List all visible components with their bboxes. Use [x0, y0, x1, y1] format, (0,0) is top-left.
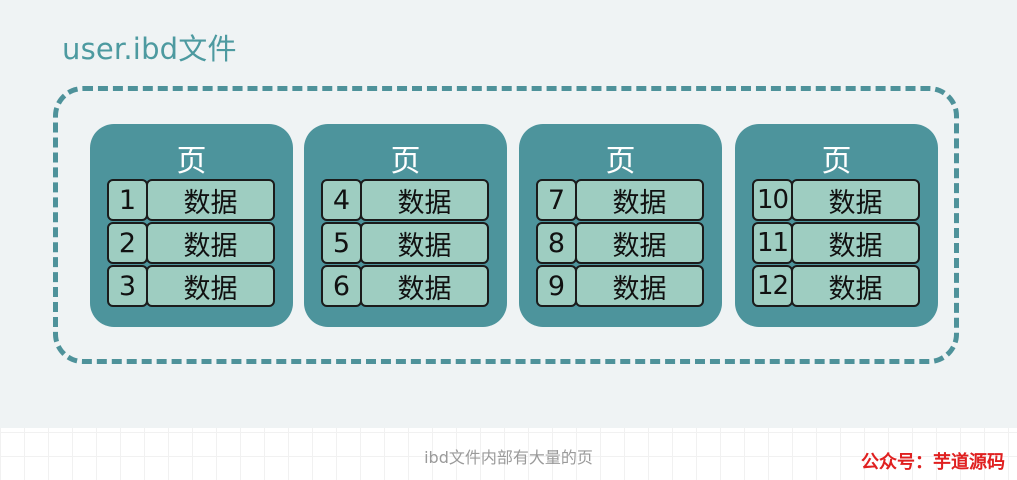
record-row: 8 数据	[536, 222, 704, 264]
page-box: 页 1 数据 2 数据 3 数据	[90, 124, 293, 327]
record-number: 4	[321, 179, 362, 221]
record-number: 6	[321, 265, 362, 307]
record-number: 11	[752, 222, 793, 264]
record-number: 12	[752, 265, 793, 307]
page-title: 页	[176, 144, 207, 179]
record-data: 数据	[575, 265, 704, 307]
page-box: 页 7 数据 8 数据 9 数据	[519, 124, 722, 327]
record-number: 5	[321, 222, 362, 264]
page-box: 页 4 数据 5 数据 6 数据	[304, 124, 507, 327]
record-row: 2 数据	[107, 222, 275, 264]
page-title: 页	[821, 144, 852, 179]
record-data: 数据	[791, 222, 920, 264]
file-boundary	[53, 86, 959, 364]
record-number: 2	[107, 222, 148, 264]
page-box: 页 10 数据 11 数据 12 数据	[735, 124, 938, 327]
record-data: 数据	[360, 265, 489, 307]
record-number: 8	[536, 222, 577, 264]
figure-caption: ibd文件内部有大量的页	[424, 448, 593, 467]
record-data: 数据	[791, 179, 920, 221]
record-data: 数据	[791, 265, 920, 307]
record-number: 7	[536, 179, 577, 221]
record-data: 数据	[360, 179, 489, 221]
record-row: 10 数据	[752, 179, 920, 221]
record-data: 数据	[575, 179, 704, 221]
record-data: 数据	[146, 265, 275, 307]
diagram-canvas: user.ibd文件 页 1 数据 2 数据 3 数据 页 4 数据 5 数据 …	[0, 0, 1017, 428]
record-number: 3	[107, 265, 148, 307]
file-title: user.ibd文件	[62, 32, 237, 66]
record-number: 1	[107, 179, 148, 221]
record-row: 12 数据	[752, 265, 920, 307]
record-row: 4 数据	[321, 179, 489, 221]
record-row: 11 数据	[752, 222, 920, 264]
record-row: 9 数据	[536, 265, 704, 307]
record-row: 3 数据	[107, 265, 275, 307]
record-data: 数据	[146, 222, 275, 264]
record-number: 10	[752, 179, 793, 221]
record-row: 1 数据	[107, 179, 275, 221]
record-row: 5 数据	[321, 222, 489, 264]
page-title: 页	[605, 144, 636, 179]
record-row: 7 数据	[536, 179, 704, 221]
record-data: 数据	[146, 179, 275, 221]
page-title: 页	[390, 144, 421, 179]
watermark-text: 公众号：芋道源码	[861, 452, 1005, 473]
record-data: 数据	[360, 222, 489, 264]
record-row: 6 数据	[321, 265, 489, 307]
record-number: 9	[536, 265, 577, 307]
record-data: 数据	[575, 222, 704, 264]
